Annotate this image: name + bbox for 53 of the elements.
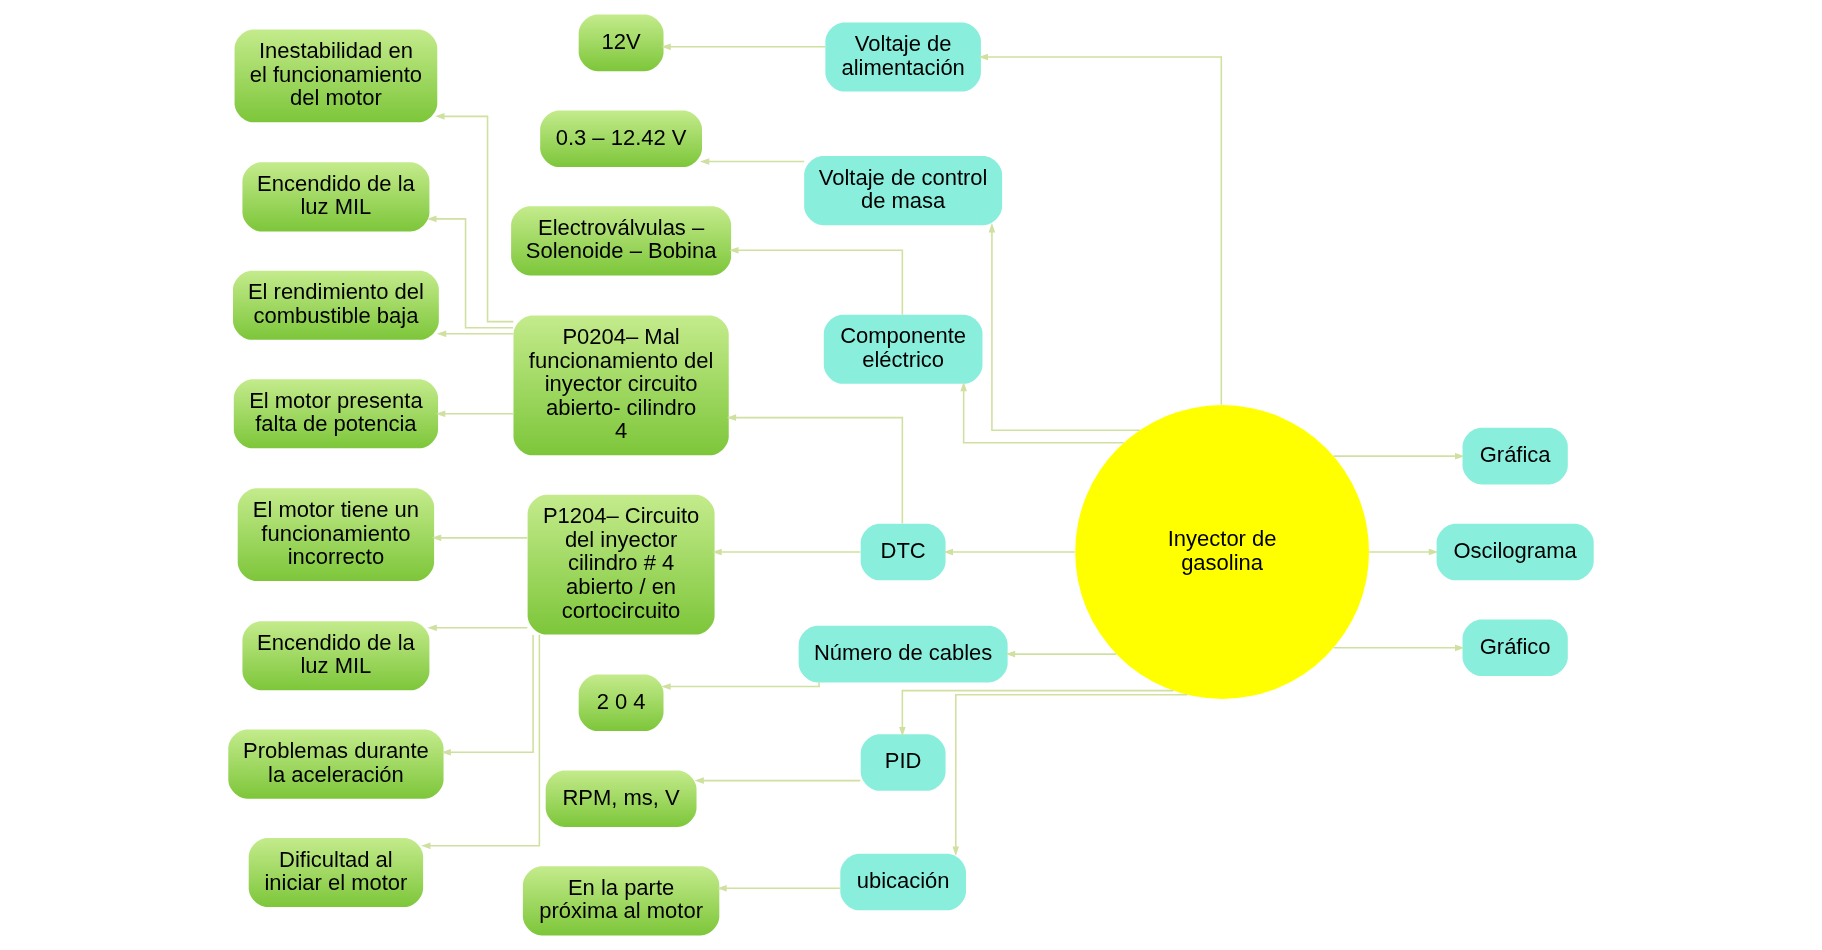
node-box: Electroválvulas – Solenoide – Bobina — [511, 206, 732, 276]
arrow — [960, 381, 1125, 444]
node-box: Voltaje de alimentación — [825, 22, 981, 92]
node-circle: Inyector de gasolina — [1075, 405, 1369, 699]
arrow — [988, 223, 1141, 431]
node-box: Inestabilidad en el funcionamiento del motor — [234, 29, 438, 123]
node-box: Componente eléctrico — [823, 314, 983, 384]
arrow — [952, 694, 1189, 856]
node-box: El rendimiento del combustible baja — [233, 270, 439, 340]
node-box: Gráfico — [1462, 619, 1568, 677]
node-box: El motor presenta falta de potencia — [233, 379, 439, 449]
arrow — [943, 548, 1076, 556]
arrow — [431, 534, 529, 542]
node-box: Dificultad al iniciar el motor — [248, 837, 424, 908]
node-box: PID — [860, 734, 946, 791]
arrow — [978, 53, 1223, 406]
arrow — [1332, 644, 1465, 652]
arrow — [661, 43, 827, 51]
arrow — [435, 410, 515, 418]
arrow — [899, 689, 1175, 737]
arrow — [712, 548, 862, 556]
arrow — [1368, 548, 1439, 556]
node-box: P1204– Circuito del inyector cilindro # 4 abierto / en cortocircuito — [527, 494, 715, 635]
node-box: Encendido de la luz MIL — [242, 162, 430, 232]
arrow — [436, 330, 515, 338]
node-box: Encendido de la luz MIL — [242, 621, 430, 691]
arrow — [699, 158, 805, 165]
arrow — [661, 681, 820, 690]
node-box: El motor tiene un funcionamiento incorrecto — [237, 488, 435, 582]
arrow — [1005, 650, 1118, 658]
node-box: Voltaje de control de masa — [804, 156, 1003, 226]
node-box: Número de cables — [798, 625, 1008, 683]
node-box: RPM, ms, V — [545, 770, 697, 827]
arrow — [726, 414, 904, 525]
node-box: P0204– Mal funcionamiento del inyector circuito abierto- cilindro 4 — [513, 315, 729, 456]
node-box: Problemas durante la aceleración — [228, 729, 444, 799]
node-box: 0.3 – 12.42 V — [540, 110, 702, 168]
arrow — [435, 113, 515, 323]
arrow — [717, 884, 841, 892]
node-box: 12V — [578, 14, 664, 72]
arrow — [694, 777, 862, 784]
node-box: Gráfica — [1462, 427, 1568, 485]
arrow — [1332, 452, 1465, 460]
node-box: ubicación — [840, 853, 966, 911]
arrow — [441, 634, 534, 756]
node-box: Oscilograma — [1436, 523, 1594, 581]
arrow — [729, 247, 904, 316]
node-box: DTC — [860, 523, 946, 581]
arrow — [427, 624, 529, 632]
node-box: 2 0 4 — [578, 674, 664, 732]
arrow — [427, 215, 514, 329]
arrow — [421, 634, 541, 850]
node-box: En la parte próxima al motor — [522, 866, 720, 936]
